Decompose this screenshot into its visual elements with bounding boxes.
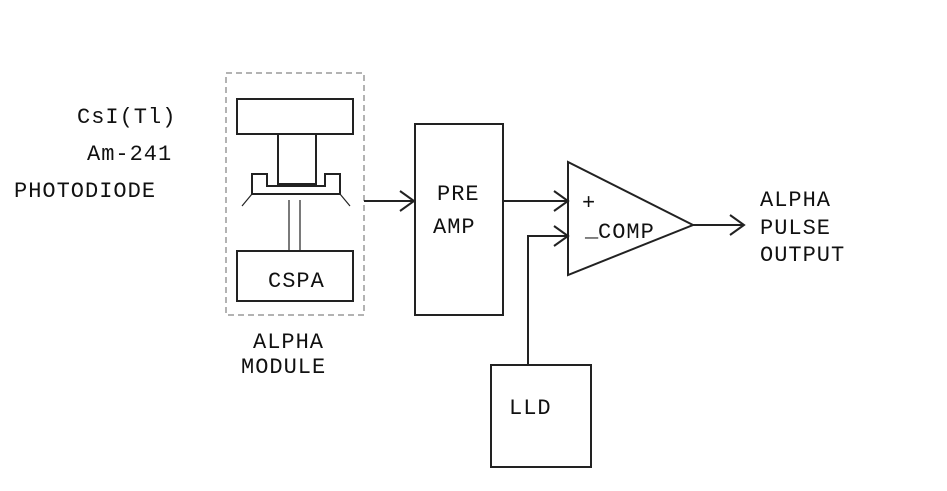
crystal-block bbox=[236, 98, 354, 135]
holder-left-slant bbox=[241, 193, 253, 207]
preamp-block bbox=[414, 123, 504, 316]
arrowhead-output bbox=[729, 214, 746, 236]
label-output-line1: ALPHA bbox=[760, 188, 831, 213]
label-output-line3: OUTPUT bbox=[760, 243, 845, 268]
holder-right-slant bbox=[339, 193, 351, 207]
lld-block bbox=[490, 364, 592, 468]
label-output-line2: PULSE bbox=[760, 216, 831, 241]
cspa-block bbox=[236, 250, 354, 302]
label-crystal: CsI(Tl) bbox=[77, 105, 176, 130]
label-comp: COMP bbox=[598, 220, 655, 245]
label-preamp-line1: PRE bbox=[437, 182, 480, 207]
label-comp-minus: _ bbox=[584, 218, 599, 243]
label-lld: LLD bbox=[509, 396, 552, 421]
label-comp-plus: + bbox=[582, 191, 596, 216]
photodiode-holder bbox=[251, 173, 341, 195]
label-cspa: CSPA bbox=[268, 269, 325, 294]
source-block bbox=[277, 133, 317, 185]
comparator-triangle bbox=[567, 160, 696, 277]
label-source: Am-241 bbox=[87, 142, 172, 167]
label-module-line2: MODULE bbox=[241, 355, 326, 380]
line-lld-to-comp bbox=[527, 235, 568, 365]
label-photodiode: PHOTODIODE bbox=[14, 179, 156, 204]
label-module-line1: ALPHA bbox=[253, 330, 324, 355]
label-preamp-line2: AMP bbox=[433, 215, 476, 240]
